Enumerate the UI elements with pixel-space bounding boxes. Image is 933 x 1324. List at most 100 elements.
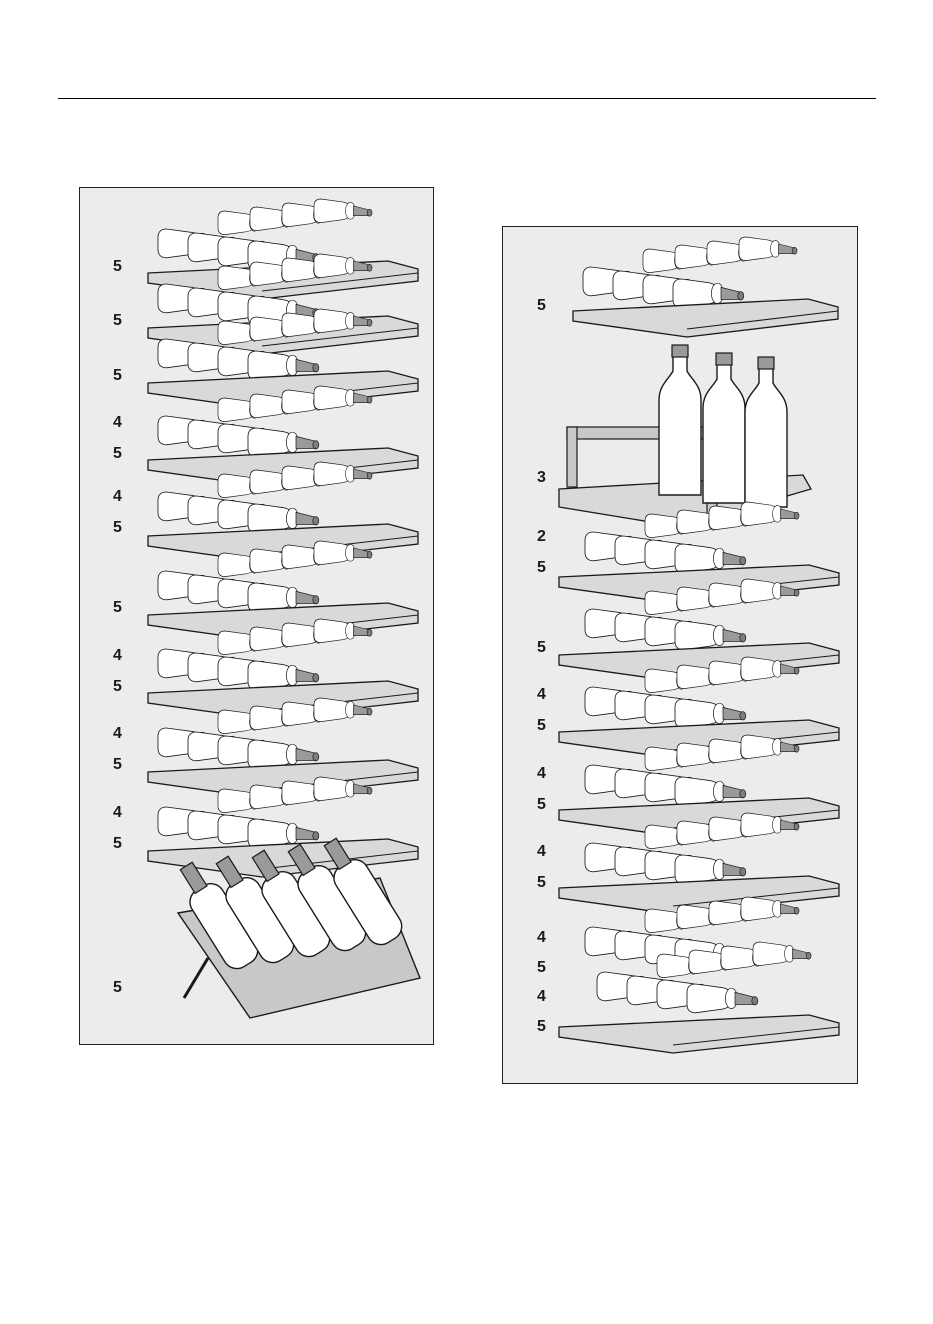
bottle-count-label: 4 <box>113 489 127 505</box>
bottle-cap <box>313 832 319 840</box>
bottle-cap <box>367 264 372 271</box>
bottle-cap <box>367 472 372 479</box>
bottle-count-label: 5 <box>537 718 551 734</box>
bottle-cap <box>313 596 319 604</box>
bottle-count-label: 2 <box>537 529 551 545</box>
bottle-count-label: 4 <box>113 726 127 742</box>
bottle-neck <box>723 707 742 719</box>
bottle-count-label: 5 <box>113 836 127 852</box>
bottle-body <box>659 355 701 495</box>
bottle-neck <box>735 992 754 1004</box>
bottle-cap <box>794 589 799 596</box>
bottle-cap <box>740 868 746 876</box>
bottle-count-label: 5 <box>537 298 551 314</box>
bottle-cap <box>740 790 746 798</box>
bottle-cap <box>313 753 319 761</box>
bottle-neck <box>792 949 808 959</box>
bottle-neck <box>296 827 315 839</box>
bottle-neck <box>723 552 742 564</box>
bottle-count-label: 4 <box>113 415 127 431</box>
bottle-cap <box>367 551 372 558</box>
bottle-cap <box>313 517 319 525</box>
bottle-neck <box>296 669 315 681</box>
bottle-cap <box>367 209 372 216</box>
bottle-count-label: 4 <box>537 687 551 703</box>
bottle-cap <box>738 292 744 300</box>
bottle-cap <box>367 319 372 326</box>
right-wine-cabinet-illustration: 5 3 2 5 5 4 5 4 5 4 5 4 5 4 5 <box>502 226 858 1084</box>
bottle-cap <box>740 634 746 642</box>
shelf <box>573 299 838 337</box>
standing-bottle-icon <box>745 357 787 507</box>
bottle-cap <box>313 364 319 372</box>
lying-bottle-icon <box>314 199 372 223</box>
rack-post <box>567 427 577 487</box>
bottle-neck <box>723 785 742 797</box>
left-bottle-arrangement <box>80 188 433 1044</box>
bottle-count-label: 4 <box>537 930 551 946</box>
lying-bottle-icon <box>739 237 797 261</box>
bottle-cork <box>758 357 774 369</box>
bottle-count-label: 4 <box>537 766 551 782</box>
bottle-count-label: 5 <box>113 368 127 384</box>
bottle-neck <box>780 904 796 914</box>
bottle-count-label: 5 <box>537 797 551 813</box>
bottle-neck <box>778 244 794 254</box>
bottle-cap <box>794 823 799 830</box>
bottle-count-label: 5 <box>113 313 127 329</box>
lying-bottle-icon <box>741 502 799 526</box>
right-bottle-arrangement <box>503 227 857 1083</box>
bottle-count-label: 5 <box>113 679 127 695</box>
bottle-cap <box>367 787 372 794</box>
bottle-count-label: 5 <box>537 1019 551 1035</box>
bottle-cap <box>367 396 372 403</box>
bottle-neck <box>723 863 742 875</box>
standing-bottle-icon <box>659 345 701 495</box>
bottle-count-label: 5 <box>113 757 127 773</box>
bottle-cap <box>367 629 372 636</box>
bottle-cap <box>806 952 811 959</box>
bottle-count-label: 5 <box>113 520 127 536</box>
bottle-cap <box>740 557 746 565</box>
bottle-cap <box>367 708 372 715</box>
lying-bottle-icon <box>675 621 746 650</box>
bottle-count-label: 5 <box>537 875 551 891</box>
bottle-neck <box>296 359 315 371</box>
lying-bottle-icon <box>687 984 758 1013</box>
bottle-count-label: 4 <box>113 648 127 664</box>
bottle-cap <box>794 667 799 674</box>
rack-leg <box>184 958 208 998</box>
bottle-count-label: 4 <box>113 805 127 821</box>
bottle-count-label: 4 <box>537 844 551 860</box>
bottle-cap <box>313 674 319 682</box>
bottle-count-label: 5 <box>113 259 127 275</box>
bottle-count-label: 5 <box>537 960 551 976</box>
header-rule <box>58 98 876 99</box>
bottle-neck <box>296 748 315 760</box>
bottle-cap <box>794 907 799 914</box>
bottle-neck <box>296 512 315 524</box>
left-wine-cabinet-illustration: 5 5 5 4 5 4 5 5 4 5 4 5 4 5 5 <box>79 187 434 1045</box>
bottle-cork <box>716 353 732 365</box>
bottle-count-label: 5 <box>537 560 551 576</box>
bottle-cap <box>313 441 319 449</box>
bottle-body <box>703 363 745 503</box>
bottle-count-label: 5 <box>537 640 551 656</box>
bottle-neck <box>296 591 315 603</box>
bottle-cork <box>672 345 688 357</box>
bottle-cap <box>792 247 797 254</box>
bottle-neck <box>721 287 740 299</box>
bottle-cap <box>740 712 746 720</box>
bottle-count-label: 4 <box>537 989 551 1005</box>
bottle-count-label: 5 <box>113 600 127 616</box>
bottle-neck <box>780 509 796 519</box>
lying-bottle-icon <box>753 942 811 966</box>
bottle-cap <box>752 997 758 1005</box>
bottle-neck <box>723 629 742 641</box>
bottle-count-label: 5 <box>113 980 127 996</box>
bottle-body <box>745 367 787 507</box>
bottle-cap <box>794 512 799 519</box>
bottle-count-label: 3 <box>537 470 551 486</box>
bottle-count-label: 5 <box>113 446 127 462</box>
bottle-neck <box>296 436 315 448</box>
